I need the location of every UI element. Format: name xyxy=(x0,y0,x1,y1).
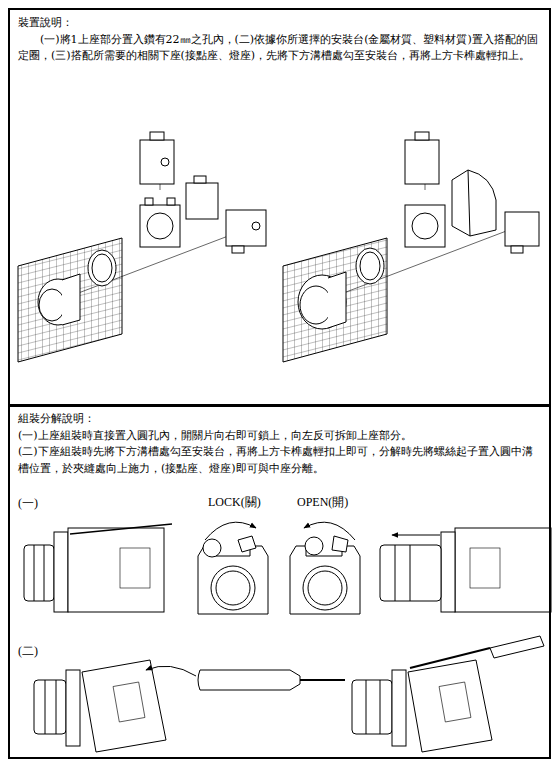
installation-panel: 裝置說明：(一)將1上座部分置入鑽有22㎜之孔內，(二)依據你所選擇的安裝台(金… xyxy=(8,8,551,406)
contact-terminal xyxy=(194,176,206,183)
screwdriver-shaft xyxy=(410,648,490,668)
step-number: (二) xyxy=(16,644,40,658)
base-tab xyxy=(145,198,153,205)
screwdriver xyxy=(198,670,345,690)
button-cylinder xyxy=(34,680,66,734)
side-view-open xyxy=(380,528,551,612)
contact-block xyxy=(505,212,539,246)
mount-hole xyxy=(308,571,342,605)
lock-ring xyxy=(305,537,323,555)
mount-base xyxy=(405,205,445,247)
panel-wall xyxy=(18,238,122,362)
contact-terminal xyxy=(150,132,164,140)
lever xyxy=(70,524,172,534)
instruction-text: (一)上座組裝時直接置入圓孔內，開關片向右即可鎖上，向左反可拆卸上座部分。 xyxy=(18,428,541,445)
lock-ring xyxy=(203,539,221,557)
button-cylinder xyxy=(352,680,392,734)
lock-diagram xyxy=(198,522,268,614)
contact-terminal xyxy=(232,246,244,253)
button-cylinder xyxy=(380,545,441,601)
mount-hole xyxy=(211,566,255,610)
contact-terminal xyxy=(511,246,523,253)
contact-block-tilted xyxy=(82,660,166,752)
fixing-ring xyxy=(360,252,380,280)
mount-frame xyxy=(290,546,360,614)
base-tab xyxy=(167,198,175,205)
open-label: OPEN(開) xyxy=(295,495,350,509)
flange xyxy=(54,532,68,612)
button-rib xyxy=(45,680,46,734)
button-face xyxy=(300,286,332,324)
section-heading: 裝置說明： xyxy=(18,15,541,32)
contact-screw xyxy=(252,222,260,230)
button-rib xyxy=(56,680,57,734)
contact-block xyxy=(455,528,551,612)
contact-block xyxy=(140,140,174,184)
flange xyxy=(392,670,406,746)
fixing-ring xyxy=(356,248,384,284)
open-diagram xyxy=(290,522,360,614)
mount-hole xyxy=(412,213,438,239)
contact-block xyxy=(186,183,218,219)
name-plate xyxy=(439,682,471,722)
step-number: (一) xyxy=(16,496,40,510)
contact-block-tilted xyxy=(408,660,492,752)
instruction-text: (二)下座組裝時先將下方溝槽處勾至安裝台，再將上方卡榫處輕扣上即可，分解時先將螺… xyxy=(18,444,541,477)
contact-screw xyxy=(161,158,169,166)
screwdriver-handle xyxy=(198,670,300,690)
button-face xyxy=(39,289,65,321)
button-body xyxy=(62,274,80,325)
screwdriver-shaft xyxy=(300,679,345,681)
mount-hole xyxy=(303,566,347,610)
screwdriver-handle xyxy=(490,636,544,658)
button-body xyxy=(328,272,346,328)
instruction-text: (一)將1上座部分置入鑽有22㎜之孔內，(二)依據你所選擇的安裝台(金屬材質、塑… xyxy=(18,32,541,65)
hook-arrow xyxy=(146,666,196,676)
exploded-view-contact xyxy=(18,132,266,362)
button-rib xyxy=(395,545,396,601)
button-rib xyxy=(366,680,367,734)
name-plate xyxy=(113,682,145,722)
mount-base xyxy=(140,205,180,247)
button-rib xyxy=(34,545,35,601)
mount-hole xyxy=(147,213,173,239)
push-arrow xyxy=(392,535,440,536)
button-rib xyxy=(44,545,45,601)
button-rib xyxy=(380,680,381,734)
assembly-panel: 組裝分解說明：(一)上座組裝時直接置入圓孔內，開關片向右即可鎖上，向左反可拆卸上… xyxy=(8,405,551,759)
lock-label: LOCK(關) xyxy=(206,495,263,509)
lamp-holder xyxy=(452,170,496,236)
lock-tab xyxy=(332,536,348,552)
fixing-ring xyxy=(88,250,116,286)
button-cylinder xyxy=(24,545,54,601)
button-rib xyxy=(410,545,411,601)
name-plate xyxy=(120,548,150,588)
contact-block xyxy=(405,140,439,184)
exploded-view-lamp xyxy=(283,132,539,362)
side-view-lock xyxy=(24,524,172,612)
name-plate xyxy=(470,548,500,588)
contact-block xyxy=(226,210,266,246)
contact-terminal xyxy=(415,132,429,140)
flange xyxy=(441,532,455,612)
lamp-holder-edge xyxy=(468,170,470,236)
panel-wall xyxy=(283,238,387,362)
fixing-ring xyxy=(92,254,112,282)
mount-hole xyxy=(216,571,250,605)
contact-block xyxy=(68,528,164,612)
side-view-disassembly xyxy=(352,636,544,752)
flange xyxy=(66,670,80,746)
lock-tab xyxy=(238,536,256,552)
section-heading: 組裝分解說明： xyxy=(18,411,541,428)
side-view-assembly xyxy=(34,660,196,752)
